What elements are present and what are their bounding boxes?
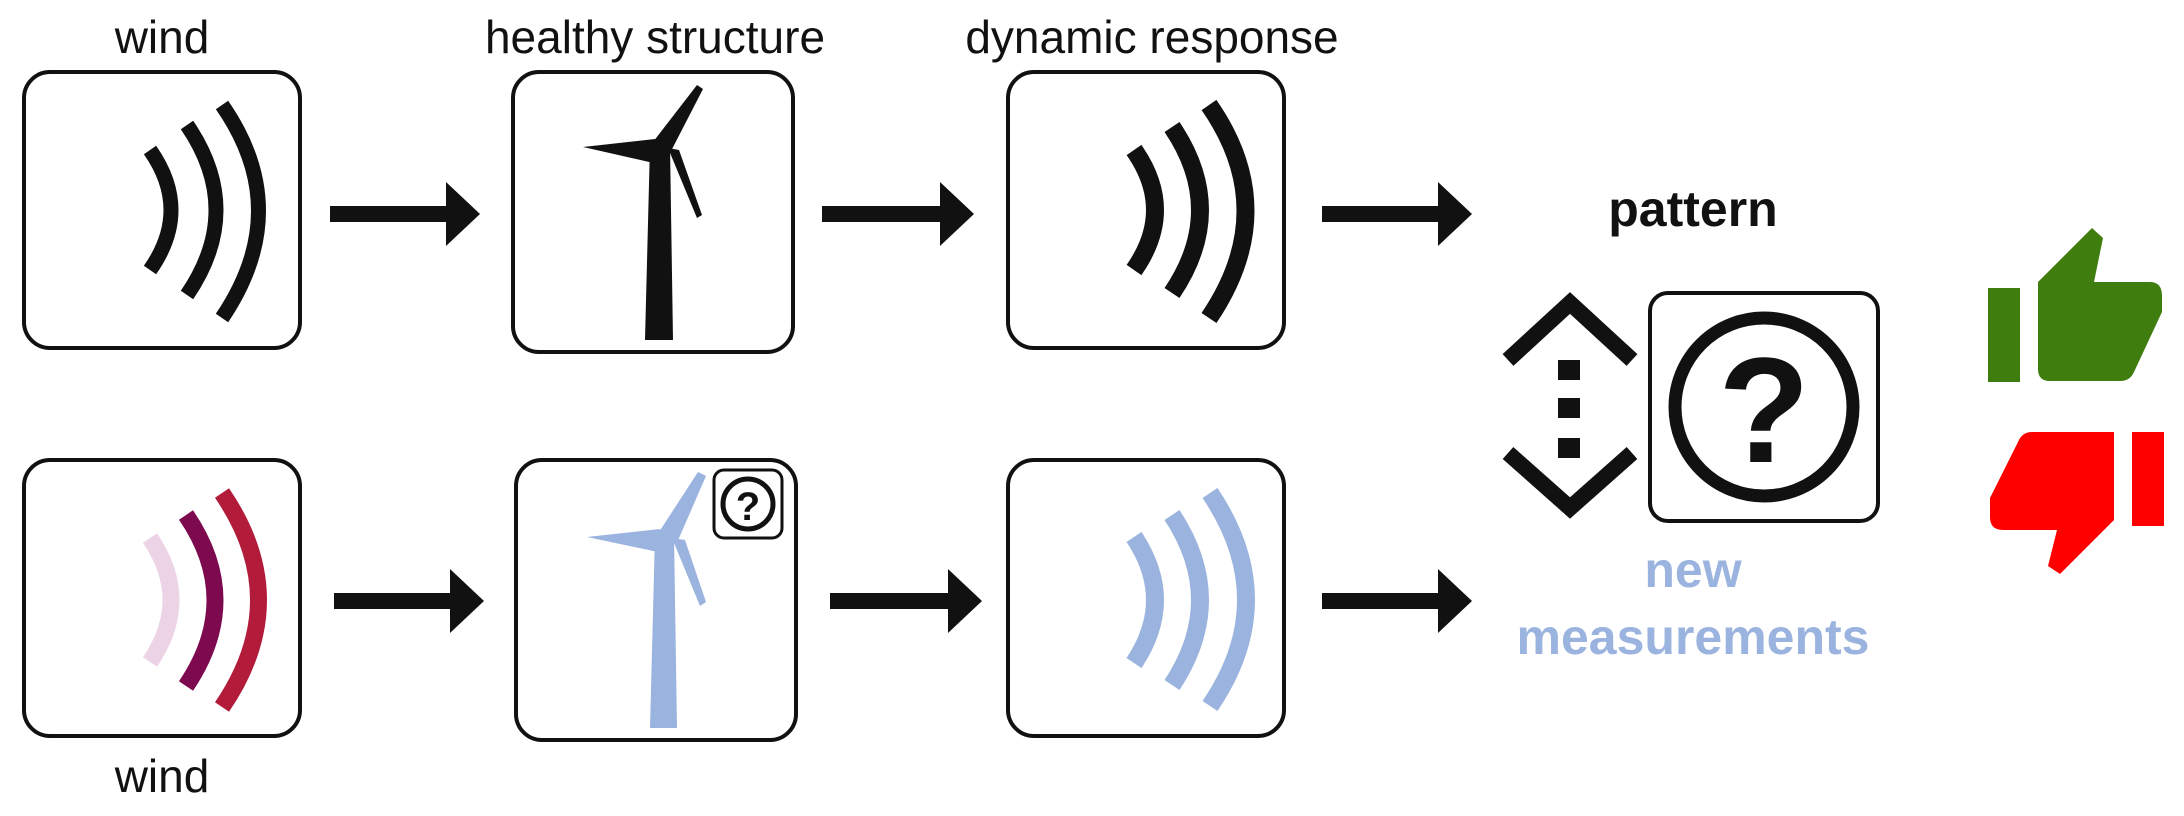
question-mark-icon: ? — [1718, 326, 1810, 494]
question-mark-icon: ? — [736, 485, 760, 529]
right-arrow-icon — [830, 569, 982, 633]
wind-waves-icon — [143, 100, 266, 323]
right-arrow-icon — [330, 182, 480, 246]
healthy-structure-box — [511, 70, 795, 354]
right-arrow-icon — [1322, 182, 1472, 246]
response-waves-icon — [1126, 487, 1255, 712]
right-arrow-icon — [334, 569, 484, 633]
wind-turbine-icon — [587, 472, 706, 728]
compare-chevrons-icon — [1502, 292, 1638, 519]
pattern-question-box: ? — [1648, 291, 1880, 523]
right-arrow-icon — [822, 182, 974, 246]
label-pattern: pattern — [1608, 181, 1777, 237]
wind-waves-icon — [142, 488, 267, 712]
wind-turbine-icon — [583, 85, 703, 340]
response-waves-icon — [1126, 99, 1255, 324]
question-badge: ? — [712, 468, 784, 540]
measured-response-box — [1006, 458, 1286, 738]
label-healthy-structure: healthy structure — [485, 11, 825, 63]
wind-box-top — [22, 70, 302, 350]
dynamic-response-box — [1006, 70, 1286, 350]
label-new-measurements-2: measurements — [1517, 609, 1870, 665]
label-new-measurements-1: new — [1644, 542, 1741, 598]
label-wind-bottom: wind — [114, 750, 210, 802]
wind-box-bottom — [22, 458, 302, 738]
right-arrow-icon — [1322, 569, 1472, 633]
thumbs-up-icon — [1988, 228, 2162, 382]
thumbs-down-icon — [1990, 432, 2164, 574]
unknown-structure-box: ? — [514, 458, 798, 742]
label-dynamic-response: dynamic response — [965, 11, 1338, 63]
label-wind-top: wind — [114, 11, 210, 63]
